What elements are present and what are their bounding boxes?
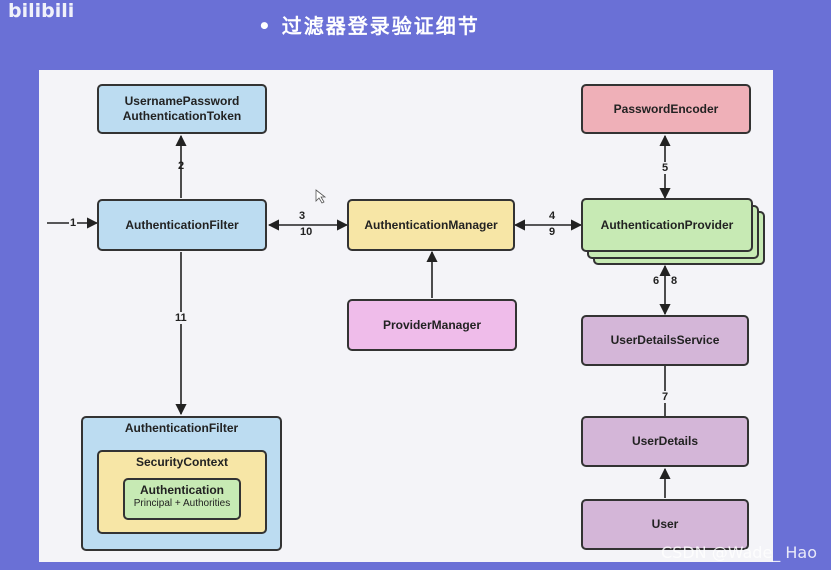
- authentication-filter-box: AuthenticationFilter: [97, 199, 267, 251]
- username-password-token-box: UsernamePassword AuthenticationToken: [97, 84, 267, 134]
- slide-title: • 过滤器登录验证细节: [258, 14, 480, 38]
- step-label-1: 1: [69, 217, 78, 229]
- authentication-manager-box: AuthenticationManager: [347, 199, 515, 251]
- user-details-service-box: UserDetailsService: [581, 315, 749, 366]
- provider-manager-box: ProviderManager: [347, 299, 517, 351]
- security-context-title: SecurityContext: [135, 455, 229, 469]
- step-label-5: 5: [661, 162, 670, 174]
- step-label-9: 9: [549, 226, 556, 238]
- authentication-title: Authentication: [140, 483, 224, 497]
- user-box: User: [581, 499, 749, 550]
- bilibili-logo: bilibili: [8, 0, 75, 22]
- csdn-watermark: CSDN @Wade_ Hao: [660, 543, 817, 562]
- step-label-4: 4: [549, 210, 556, 222]
- cursor-icon: [315, 189, 327, 204]
- step-label-7: 7: [661, 391, 670, 403]
- authentication-box: Authentication Principal + Authorities: [123, 478, 241, 520]
- authentication-provider-box: AuthenticationProvider: [581, 198, 753, 252]
- step-label-6: 6: [653, 275, 660, 287]
- user-details-box: UserDetails: [581, 416, 749, 467]
- step-label-11: 11: [174, 312, 188, 324]
- authentication-detail: Principal + Authorities: [133, 498, 231, 509]
- step-label-3: 3: [299, 210, 306, 222]
- security-context-box: SecurityContext Authentication Principal…: [97, 450, 267, 534]
- authentication-filter-container: AuthenticationFilter SecurityContext Aut…: [81, 416, 282, 551]
- diagram-slide: UsernamePassword AuthenticationToken Aut…: [39, 70, 773, 562]
- step-label-2: 2: [178, 160, 185, 172]
- step-label-8: 8: [671, 275, 678, 287]
- step-label-10: 10: [300, 226, 313, 238]
- password-encoder-box: PasswordEncoder: [581, 84, 751, 134]
- filter-container-title: AuthenticationFilter: [124, 421, 239, 435]
